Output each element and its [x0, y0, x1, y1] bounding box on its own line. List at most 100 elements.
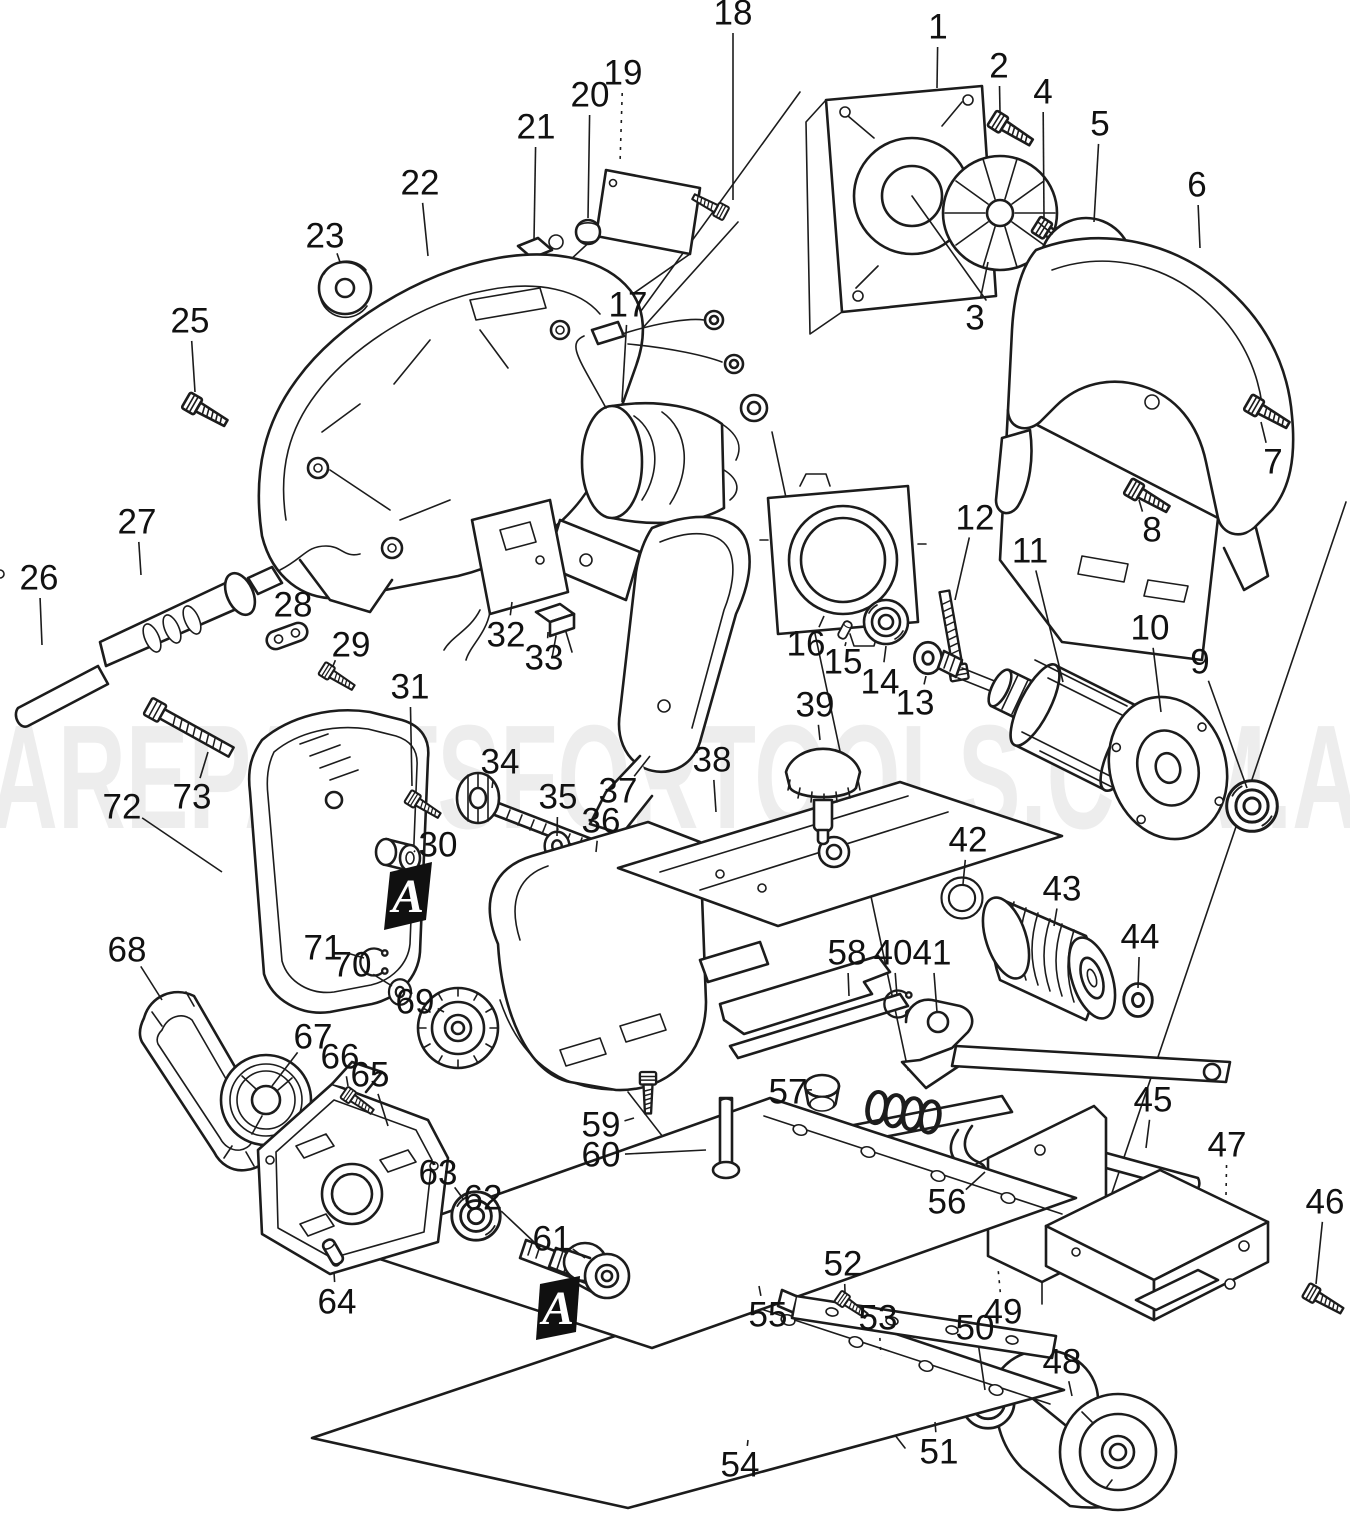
leader-line-48	[1067, 1381, 1073, 1397]
leader-line-3	[979, 261, 989, 299]
leader-line-13	[923, 675, 927, 685]
part-label-1: 1	[928, 8, 947, 47]
leader-line-70	[372, 973, 393, 987]
part-label-61: 61	[533, 1220, 572, 1259]
leader-line-56	[965, 1171, 986, 1191]
part-label-69: 69	[396, 983, 435, 1022]
part-label-7: 7	[1263, 443, 1282, 482]
part-label-65: 65	[351, 1056, 390, 1095]
part-label-15: 15	[824, 643, 863, 682]
part-dust-cover-47	[1044, 1168, 1270, 1322]
leader-line-22	[421, 202, 429, 257]
leader-line-47	[1225, 1164, 1228, 1197]
part-front-roller	[981, 896, 1117, 1022]
part-label-37: 37	[599, 772, 638, 811]
part-gear-cover-65	[256, 1060, 450, 1276]
part-label-52: 52	[824, 1245, 863, 1284]
part-label-3: 3	[965, 299, 984, 338]
part-cord	[14, 664, 110, 728]
part-label-16: 16	[787, 625, 826, 664]
part-label-6: 6	[1187, 166, 1206, 205]
part-label-14: 14	[861, 663, 900, 702]
leader-line-61	[572, 1248, 586, 1259]
part-screw-59	[638, 1070, 658, 1115]
leader-line-21	[533, 146, 537, 241]
part-label-30: 30	[419, 826, 458, 865]
part-label-41: 41	[913, 934, 952, 973]
leader-line-69	[437, 1007, 445, 1013]
part-base-plate-54	[310, 1286, 1066, 1510]
leader-line-45	[1145, 1119, 1151, 1149]
leader-line-40	[894, 972, 898, 997]
leader-line-7	[1260, 421, 1267, 444]
leader-line-66	[345, 1076, 349, 1087]
leader-line-20	[587, 114, 591, 219]
part-connector-33	[534, 602, 576, 659]
part-label-63: 63	[419, 1154, 458, 1193]
part-label-72: 72	[103, 788, 142, 827]
leader-line-14	[883, 645, 887, 663]
leader-line-12	[954, 537, 971, 601]
part-label-38: 38	[693, 741, 732, 780]
part-label-36: 36	[582, 802, 621, 841]
part-label-22: 22	[401, 164, 440, 203]
leader-line-10	[1152, 647, 1162, 713]
leader-line-41	[933, 972, 938, 1013]
leader-line-63	[454, 1186, 465, 1201]
leader-line-38	[713, 779, 717, 813]
part-label-73: 73	[173, 778, 212, 817]
part-label-67: 67	[294, 1018, 333, 1057]
leader-line-53	[879, 1337, 882, 1357]
leader-line-11	[1035, 570, 1064, 683]
part-label-27: 27	[118, 503, 157, 542]
leader-line-50	[978, 1347, 986, 1391]
part-label-62: 62	[464, 1179, 503, 1218]
part-pulley-67	[219, 1053, 313, 1147]
leader-line-34	[491, 781, 494, 789]
part-label-12: 12	[956, 499, 995, 538]
leader-line-8	[1138, 499, 1144, 512]
part-label-70: 70	[333, 946, 372, 985]
part-label-50: 50	[956, 1309, 995, 1348]
part-label-9: 9	[1190, 643, 1209, 682]
leader-line-17	[621, 324, 628, 403]
leader-line-65	[377, 1093, 389, 1127]
leader-line-67	[271, 1051, 299, 1087]
leader-line-4	[1042, 111, 1045, 219]
part-name-plate	[594, 168, 702, 256]
part-label-39: 39	[796, 686, 835, 725]
leader-line-25	[190, 340, 196, 393]
part-label-58: 58	[828, 934, 867, 973]
part-label-60: 60	[582, 1136, 621, 1175]
part-label-23: 23	[306, 217, 345, 256]
leader-line-39	[817, 724, 821, 741]
leader-line-49	[997, 1267, 1002, 1293]
part-cap-57	[803, 1073, 841, 1112]
leader-line-54	[746, 1439, 749, 1447]
part-label-8: 8	[1142, 511, 1161, 550]
part-fan-cover	[805, 84, 998, 335]
part-screw-46	[1300, 1281, 1348, 1319]
leader-line-5	[1093, 143, 1100, 223]
part-label-20: 20	[571, 76, 610, 115]
part-cap-23	[317, 260, 373, 319]
part-pulley-disc-10	[1107, 695, 1229, 841]
part-bearing-9	[1225, 779, 1279, 833]
part-label-10: 10	[1131, 609, 1170, 648]
part-pin-60	[711, 1096, 741, 1180]
leader-line-36	[595, 840, 598, 853]
part-label-55: 55	[749, 1296, 788, 1335]
part-cord-guard	[98, 545, 361, 668]
part-screw-29	[317, 660, 359, 695]
part-label-34: 34	[481, 743, 520, 782]
part-label-47: 47	[1208, 1126, 1247, 1165]
part-label-5: 5	[1090, 105, 1109, 144]
part-label-28: 28	[274, 586, 313, 625]
inset-a-letter-1: A	[389, 870, 424, 923]
part-label-43: 43	[1043, 870, 1082, 909]
part-label-2: 2	[989, 47, 1008, 86]
part-label-33: 33	[525, 639, 564, 678]
part-label-49: 49	[984, 1293, 1023, 1332]
